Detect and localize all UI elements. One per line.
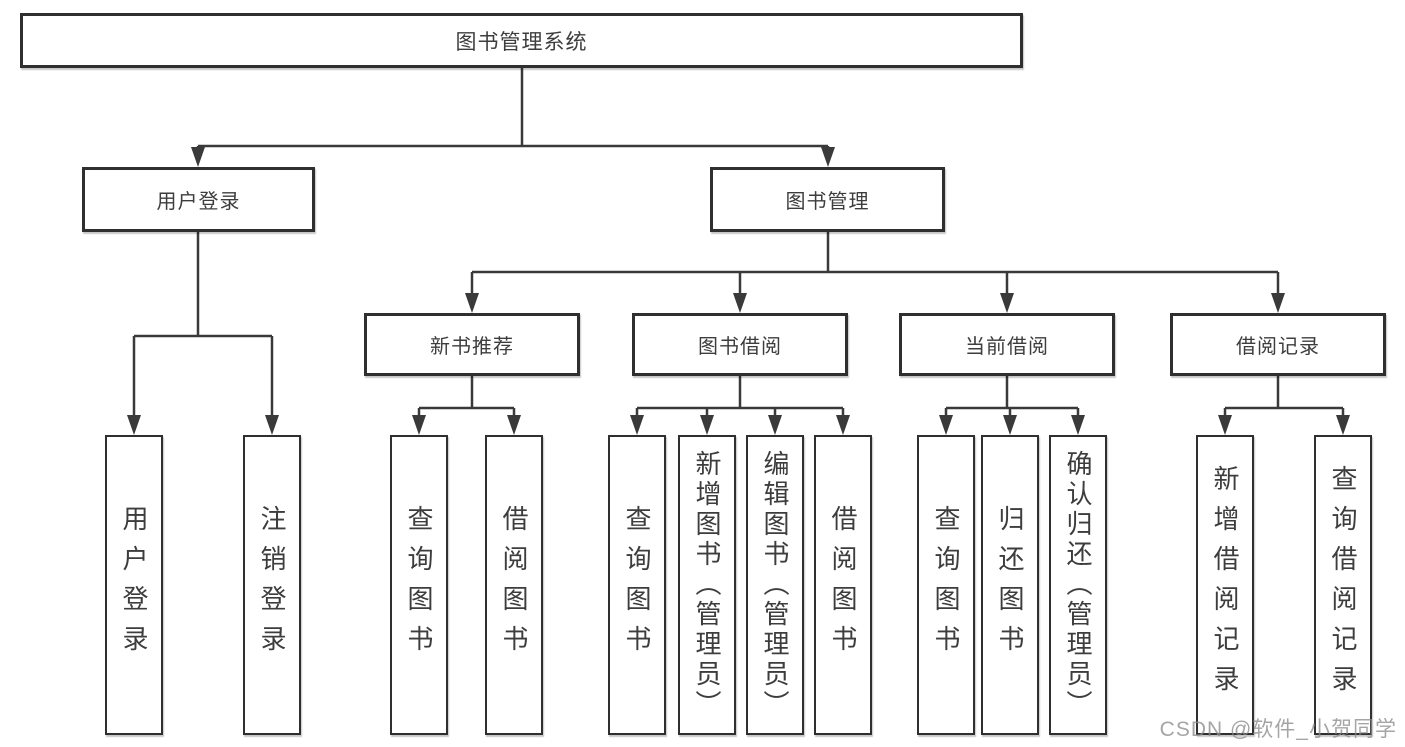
node-new-book-recommendation: 新书推荐 [364,313,580,376]
csdn-watermark: CSDN @软件_小贺同学 [1159,718,1397,741]
arrowheads [127,147,1350,435]
node-book-management: 图书管理 [710,167,945,232]
leaf-confirm-return-admin: 确认归还（管理员） [1049,435,1107,735]
leaf-logout: 注销登录 [243,435,301,735]
leaf-return-books: 归还图书 [981,435,1039,735]
node-user-login: 用户登录 [82,167,315,232]
node-current-borrowing: 当前借阅 [899,313,1115,376]
leaf-borrow-books: 借阅图书 [485,435,543,735]
leaf-edit-books-admin: 编辑图书（管理员） [746,435,804,735]
node-borrowing-records: 借阅记录 [1170,313,1386,376]
connector-userlogin-to-leaves [132,232,274,418]
connector-root-to-level2 [196,67,830,152]
node-library-management-system: 图书管理系统 [20,13,1023,68]
leaf-query-books: 查询图书 [917,435,975,735]
node-book-borrowing: 图书借阅 [632,313,848,376]
leaf-add-borrow-record: 新增借阅记录 [1196,435,1254,735]
connector-currentborrow-to-leaves [944,376,1080,418]
leaf-query-books: 查询图书 [390,435,448,735]
connector-newbooks-to-leaves [417,376,516,418]
leaf-query-books: 查询图书 [608,435,666,735]
leaf-add-books-admin: 新增图书（管理员） [678,435,736,735]
connector-borrowrecords-to-leaves [1223,376,1345,418]
connector-bookborrow-to-leaves [635,376,845,418]
leaf-query-borrow-record: 查询借阅记录 [1314,435,1372,735]
leaf-borrow-books: 借阅图书 [814,435,872,735]
leaf-user-login: 用户登录 [105,435,163,735]
connector-bookmgmt-to-level3 [470,232,1280,296]
